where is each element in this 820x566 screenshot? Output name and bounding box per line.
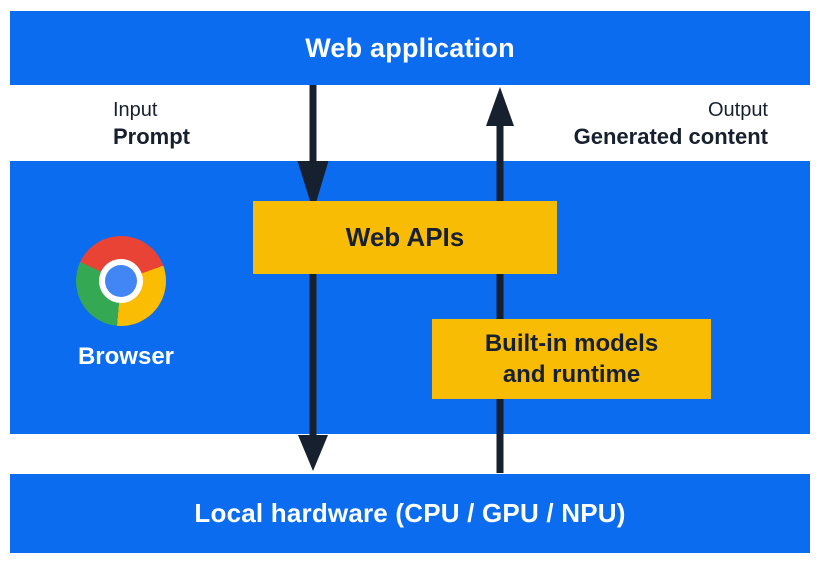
output-annotation: Output Generated content (574, 97, 768, 151)
builtin-models-label-line2: and runtime (502, 361, 641, 388)
local-hardware-layer: Local hardware (CPU / GPU / NPU) (10, 474, 810, 553)
output-label: Output (707, 99, 768, 121)
arrow-head-up-icon (486, 87, 514, 126)
local-hardware-label: Local hardware (CPU / GPU / NPU) (194, 498, 626, 528)
output-value-label: Generated content (573, 124, 768, 149)
input-value-label: Prompt (113, 124, 190, 149)
input-label: Input (113, 99, 158, 121)
arrow-line (309, 85, 317, 163)
builtin-models-box: Built-in models and runtime (432, 319, 711, 399)
web-apis-box: Web APIs (253, 201, 557, 274)
input-annotation: Input Prompt (113, 97, 190, 151)
web-application-label: Web application (305, 32, 515, 63)
builtin-models-label-line1: Built-in models (484, 330, 659, 357)
web-apis-label: Web APIs (345, 222, 465, 252)
arrow-head-down-icon (298, 435, 328, 471)
web-application-layer: Web application (10, 11, 810, 85)
browser-label: Browser (77, 343, 175, 370)
chrome-browser-icon (76, 236, 166, 326)
chrome-icon-core (105, 265, 137, 297)
